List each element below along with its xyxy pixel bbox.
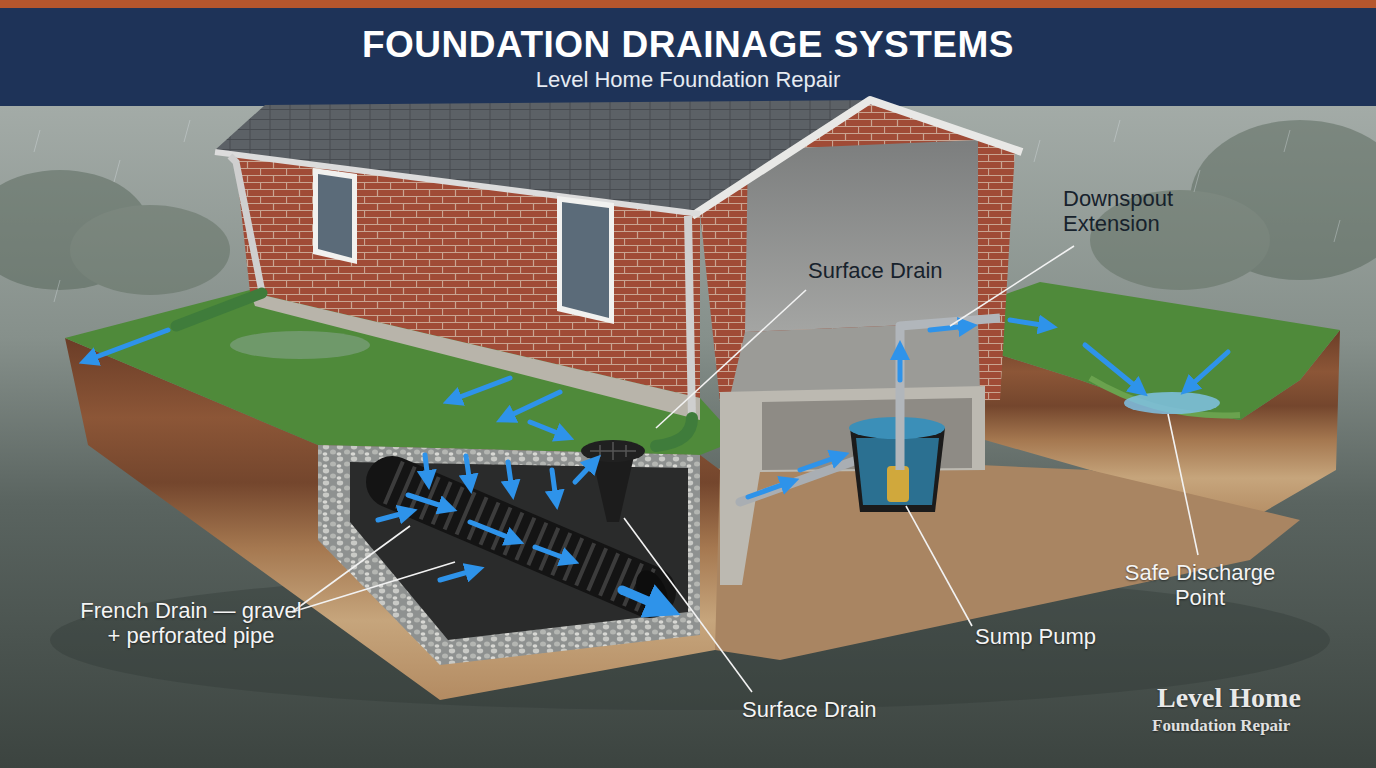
foundation-wall <box>250 292 700 420</box>
window <box>557 196 614 324</box>
pump <box>887 466 909 502</box>
watermark: Level Home <box>1157 682 1357 714</box>
outflow-arrow <box>622 590 664 608</box>
gutter <box>215 152 700 214</box>
window-glass <box>318 174 352 258</box>
downspout <box>688 216 692 420</box>
header-accent <box>0 0 1376 8</box>
subtitle: Level Home Foundation Repair <box>0 67 1376 92</box>
filter-fabric <box>350 462 688 640</box>
leader-lines <box>292 246 1198 692</box>
fascia <box>692 100 1022 216</box>
title-text: FOUNDATION DRAINAGE SYSTEMS <box>0 24 1376 66</box>
basement-wall <box>720 386 985 585</box>
puddle <box>230 331 370 359</box>
callout-label: French Drain — gravel + perforated pipe <box>80 598 302 649</box>
callout-label: Surface Drain <box>742 697 912 722</box>
header-band <box>0 8 1376 106</box>
downspout-extension <box>176 293 262 326</box>
gravel-trench <box>318 445 700 665</box>
lawn <box>975 282 1340 420</box>
callout-label: Sump Pump <box>975 624 1115 649</box>
downspout <box>230 156 262 292</box>
garage-interior <box>745 140 978 332</box>
window-glass <box>562 202 609 318</box>
discharge-water <box>1124 392 1220 414</box>
base-soil <box>715 455 1300 660</box>
window <box>313 168 357 264</box>
garage-slab <box>730 322 980 396</box>
inlet-pipe <box>740 456 868 502</box>
drain-riser <box>592 456 634 522</box>
watermark: Foundation Repair <box>1152 716 1352 736</box>
drain-grate <box>581 440 645 462</box>
grate-slots <box>590 442 636 460</box>
callout-label: Downspout Extension <box>1063 186 1198 237</box>
flow-arrows <box>88 320 1228 580</box>
callout-label: Safe Discharge Point <box>1115 560 1285 611</box>
discharge-pipe <box>900 318 1000 470</box>
swale-edge <box>1090 378 1240 416</box>
callout-label: Surface Drain <box>808 258 978 283</box>
